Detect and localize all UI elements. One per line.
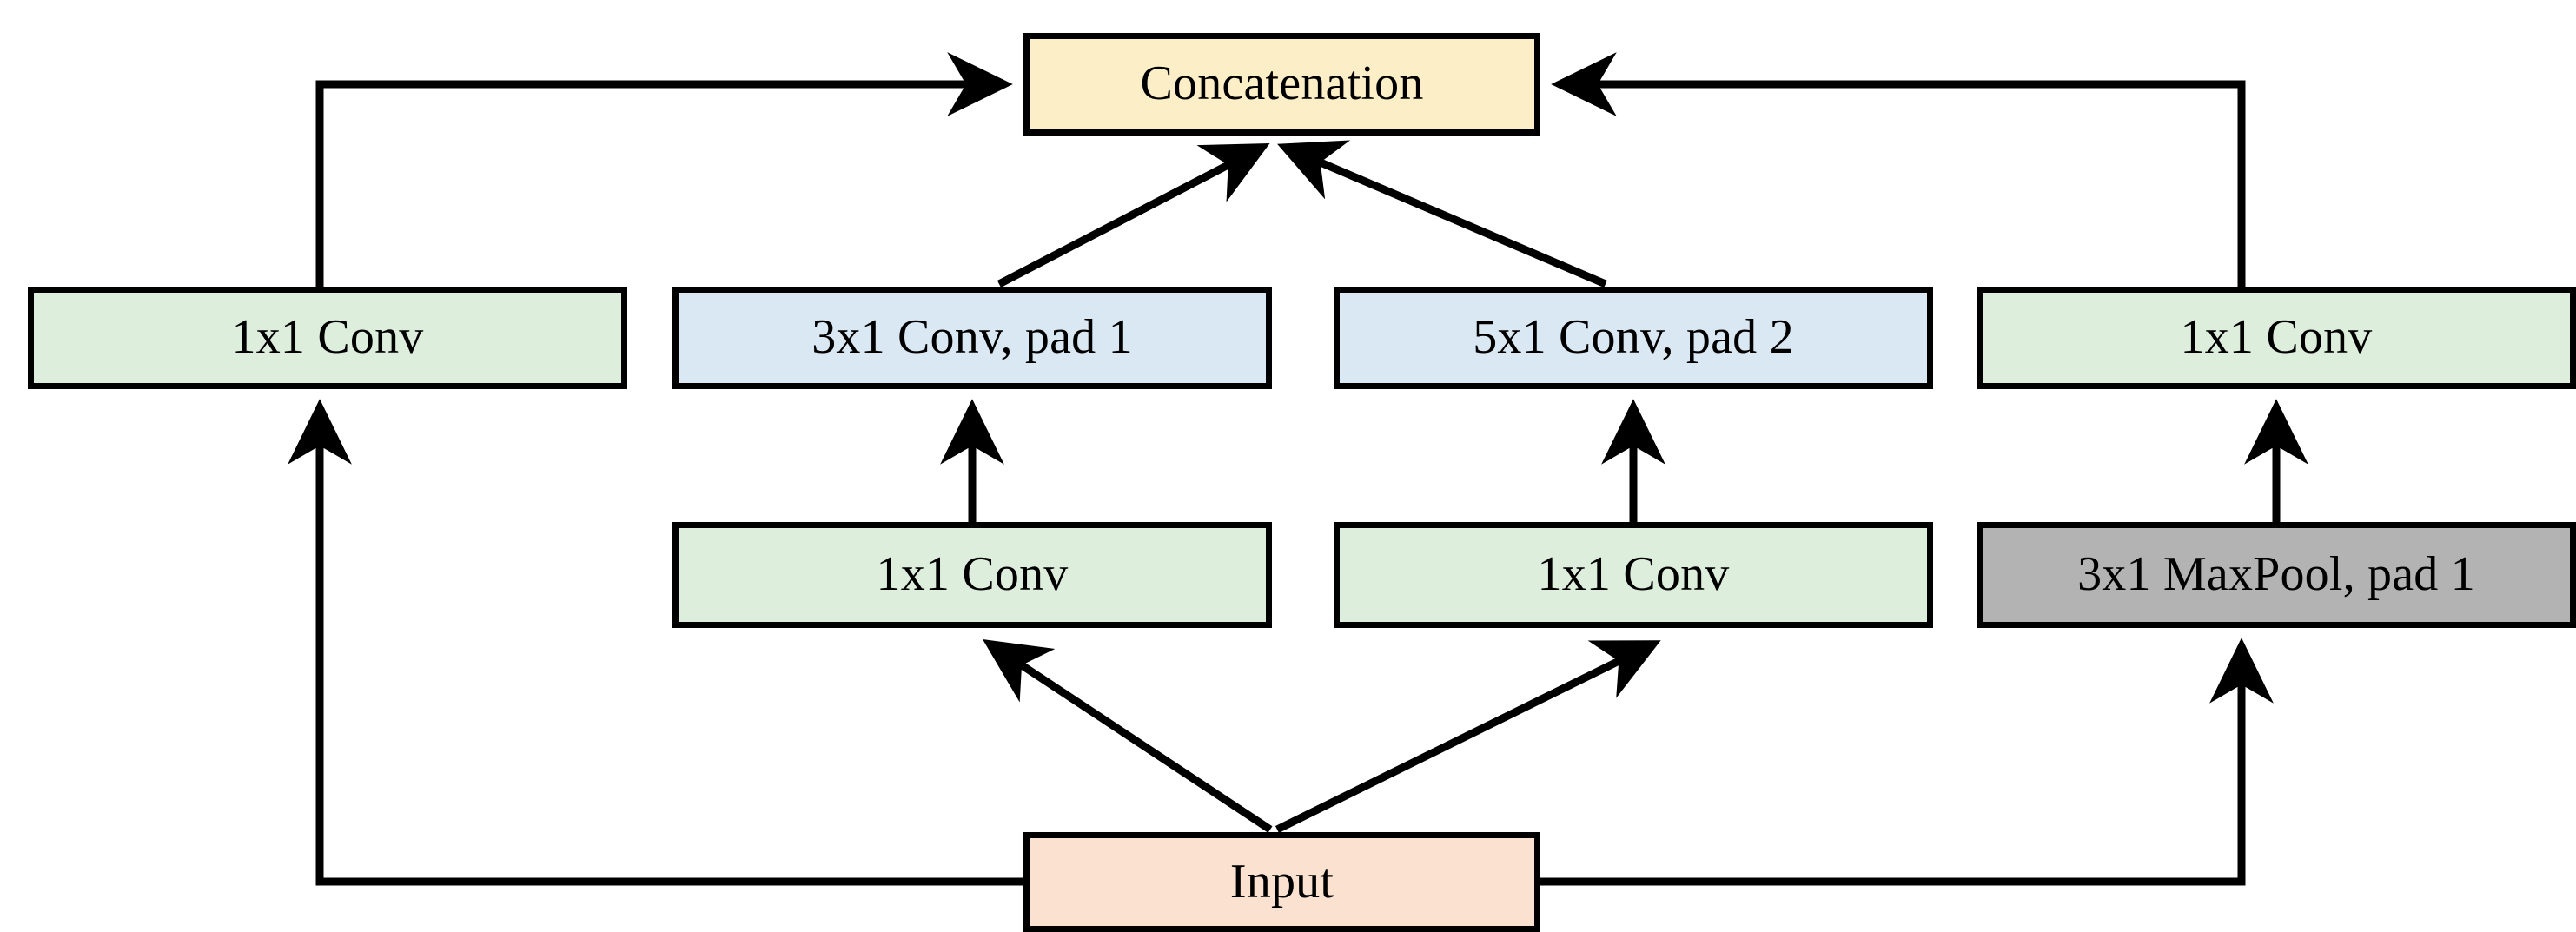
node-branch3-conv5x1-label: 5x1 Conv, pad 2 bbox=[1473, 310, 1794, 364]
node-branch4-maxpool3x1-label: 3x1 MaxPool, pad 1 bbox=[2077, 547, 2475, 601]
node-concatenation[interactable]: Concatenation bbox=[1023, 33, 1540, 136]
node-branch1-conv1x1-label: 1x1 Conv bbox=[231, 310, 424, 364]
edge-input-to-branch2-reduce bbox=[982, 639, 1273, 833]
node-input[interactable]: Input bbox=[1023, 832, 1540, 932]
edge-branch3-to-concat bbox=[1277, 140, 1607, 288]
node-branch4-maxpool3x1[interactable]: 3x1 MaxPool, pad 1 bbox=[1977, 522, 2576, 628]
edge-branch2-to-concat bbox=[997, 143, 1270, 288]
node-branch3-reduce-conv1x1[interactable]: 1x1 Conv bbox=[1334, 522, 1933, 628]
node-branch2-conv3x1-label: 3x1 Conv, pad 1 bbox=[811, 310, 1133, 364]
edge-branch1-to-concat bbox=[315, 52, 1013, 287]
node-branch2-reduce-conv1x1[interactable]: 1x1 Conv bbox=[672, 522, 1272, 628]
node-branch2-conv3x1[interactable]: 3x1 Conv, pad 1 bbox=[672, 287, 1272, 389]
node-branch1-conv1x1[interactable]: 1x1 Conv bbox=[28, 287, 627, 389]
node-concatenation-label: Concatenation bbox=[1140, 56, 1424, 110]
node-branch3-conv5x1[interactable]: 5x1 Conv, pad 2 bbox=[1334, 287, 1933, 389]
node-branch3-reduce-conv1x1-label: 1x1 Conv bbox=[1537, 547, 1730, 601]
node-input-label: Input bbox=[1229, 854, 1334, 909]
edge-branch4-to-concat bbox=[1551, 52, 2246, 287]
node-branch4-conv1x1[interactable]: 1x1 Conv bbox=[1977, 287, 2576, 389]
edge-input-to-left-bus bbox=[288, 399, 1023, 886]
node-branch4-conv1x1-label: 1x1 Conv bbox=[2180, 310, 2373, 364]
edge-input-to-branch3-reduce bbox=[1275, 640, 1661, 834]
edge-input-to-right-bus bbox=[1540, 638, 2274, 886]
node-branch2-reduce-conv1x1-label: 1x1 Conv bbox=[876, 547, 1069, 601]
